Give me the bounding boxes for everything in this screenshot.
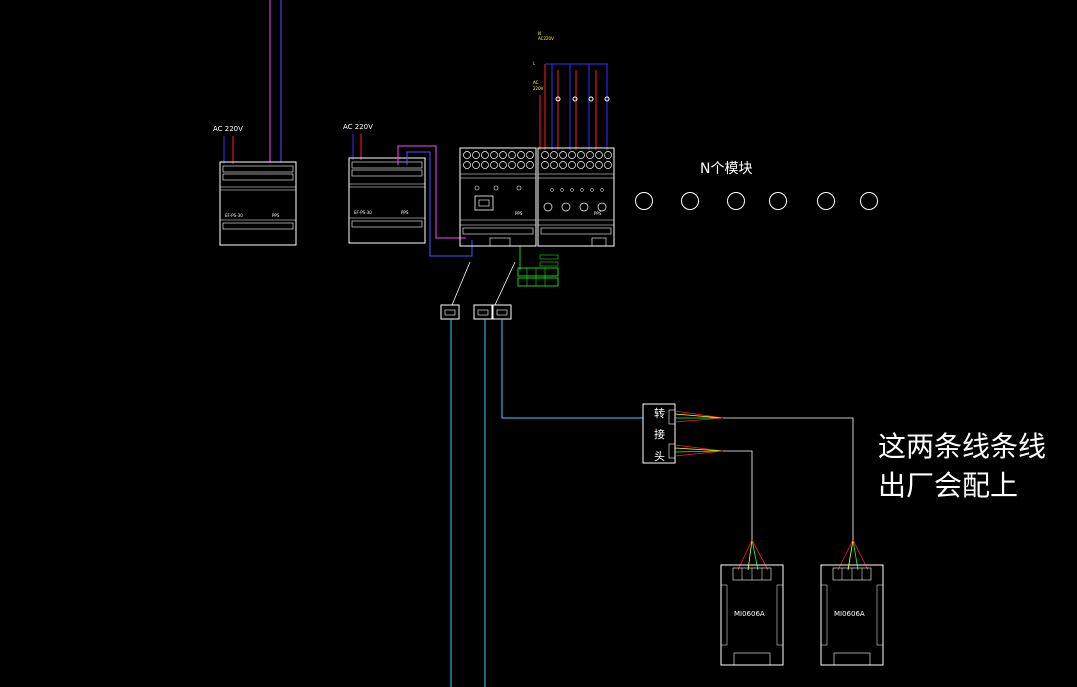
supply-top-label-1: AC220V (538, 36, 554, 41)
rj45-jack-1 (440, 304, 460, 320)
controller-terminals (463, 151, 534, 169)
rj45-jacks (440, 261, 516, 320)
io-module-1-label: MI0606A (734, 610, 765, 618)
relay-module: PPS (537, 147, 615, 247)
svg-text:PPS: PPS (515, 211, 523, 216)
neutral-label: N (538, 31, 541, 36)
n-modules-label: N个模块 (700, 161, 753, 177)
io-module-2-label: MI0606A (834, 610, 865, 618)
relay-supply-wires (539, 63, 610, 150)
adapter: 转 接 头 (642, 403, 676, 464)
adapter-char-3: 头 (654, 450, 665, 463)
annotation-line-1: 这两条线条线 (878, 430, 1047, 463)
adapter-char-2: 接 (654, 428, 665, 441)
controller-module: PPS (459, 147, 537, 247)
svg-text:EF-PS-30: EF-PS-30 (354, 210, 372, 215)
svg-text:PPS: PPS (401, 210, 409, 215)
power-supply-module-2: AC 220V EF-PS-30 PPS (343, 123, 426, 244)
annotation-note: 这两条线条线 出厂会配上 (878, 427, 1046, 505)
supply-top-label-2: AC (533, 80, 539, 85)
module-placeholders (635, 192, 878, 210)
phase-label: L (533, 61, 536, 66)
relay-terminals (541, 151, 612, 169)
bus-cables (450, 319, 643, 687)
supply-top-label-3: 220V (533, 86, 544, 91)
adapter-char-1: 转 (654, 406, 665, 420)
psu2-bus-wires (397, 145, 473, 257)
annotation-line-2: 出厂会配上 (878, 469, 1019, 502)
power-supply-module-1: AC 220V EF-PS-30 PPS (213, 125, 297, 246)
svg-text:PPS: PPS (272, 213, 280, 218)
rj45-jack-3 (492, 304, 512, 320)
incoming-wires-left (269, 0, 282, 162)
io-module-2: MI0606A (820, 564, 884, 666)
ethernet-port-icon (474, 195, 494, 211)
svg-text:EF-PS-30: EF-PS-30 (225, 213, 243, 218)
rj45-jack-2 (473, 304, 493, 320)
psu2-voltage-label: AC 220V (343, 123, 373, 131)
svg-text:PPS: PPS (594, 211, 602, 216)
psu1-voltage-label: AC 220V (213, 125, 243, 133)
io-module-1: MI0606A (720, 564, 784, 666)
green-terminal-block (517, 245, 559, 287)
supply-labels-top: N AC220V L AC 220V (533, 31, 554, 91)
adapter-wire-fans (674, 410, 869, 571)
